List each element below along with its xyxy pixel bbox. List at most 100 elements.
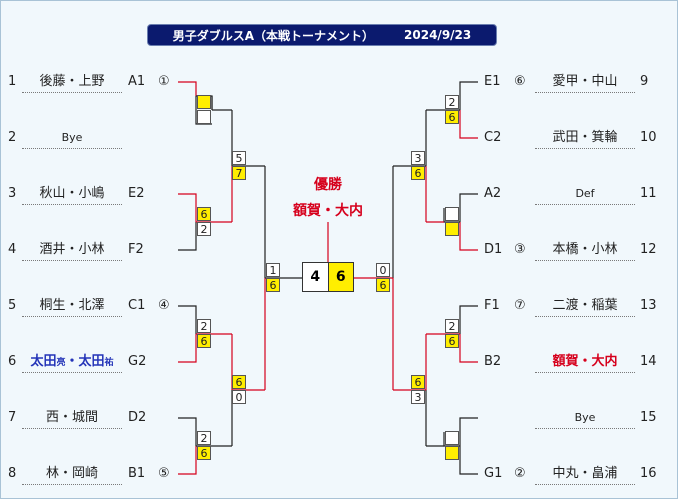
- player-name: 秋山・小嶋: [39, 186, 105, 201]
- player-name: 桐生・北澤: [39, 298, 105, 313]
- player-name-a-suffix: 亮: [56, 358, 66, 368]
- seed-number: 14: [640, 354, 657, 369]
- score-box: 0: [232, 390, 246, 404]
- player-name: 愛甲・中山: [552, 74, 618, 89]
- score-box-winner: 6: [197, 446, 211, 460]
- name-underline: [535, 204, 635, 205]
- seed-mark: ①: [158, 74, 170, 89]
- score-box: 2: [197, 222, 211, 236]
- score-box-winner: 6: [197, 207, 211, 221]
- player-name: Def: [575, 187, 595, 200]
- seed-mark: ③: [514, 242, 526, 257]
- score-box: 3: [411, 390, 425, 404]
- seed-mark: ④: [158, 298, 170, 313]
- draw-code: E2: [128, 186, 145, 201]
- draw-code: G1: [484, 466, 503, 481]
- draw-code: B2: [484, 354, 502, 369]
- player-name: 二渡・稲葉: [552, 298, 618, 313]
- player-name-b: 太田: [78, 354, 105, 369]
- score-box-empty: [445, 222, 459, 236]
- title-text: 男子ダブルスA（本戦トーナメント）: [172, 28, 375, 43]
- score-box-empty: [197, 110, 211, 124]
- champion-label: 優勝: [314, 177, 342, 193]
- score-box: 2: [445, 319, 459, 333]
- player-name: Bye: [61, 131, 83, 144]
- name-underline: [535, 148, 635, 149]
- seed-number: 5: [8, 298, 17, 313]
- name-underline: [535, 316, 635, 317]
- score-box: 2: [197, 319, 211, 333]
- draw-code: A1: [128, 74, 146, 89]
- score-box-winner: 6: [266, 278, 280, 292]
- player-name: 太田亮・太田祐: [22, 354, 122, 371]
- score-box: 0: [376, 263, 390, 277]
- score-box-winner: 6: [376, 278, 390, 292]
- seed-number: 10: [640, 130, 657, 145]
- seed-number: 13: [640, 298, 657, 313]
- score-box-empty: [445, 431, 459, 445]
- draw-code: C1: [128, 298, 146, 313]
- score-box-winner: 6: [445, 110, 459, 124]
- name-underline: [535, 428, 635, 429]
- draw-code: A2: [484, 186, 502, 201]
- name-underline: [535, 260, 635, 261]
- score-box-empty: [445, 446, 459, 460]
- name-underline: [535, 484, 635, 485]
- player-name: 本橋・小林: [552, 242, 618, 257]
- seed-number: 1: [8, 74, 17, 89]
- title-date: 2024/9/23: [404, 28, 472, 42]
- draw-code: B1: [128, 466, 146, 481]
- score-box-winner: 6: [197, 334, 211, 348]
- player-name-b-suffix: 祐: [104, 358, 114, 368]
- draw-code: D2: [128, 410, 147, 425]
- score-box: 1: [266, 263, 280, 277]
- name-underline: [22, 204, 122, 205]
- score-box-winner: 6: [411, 166, 425, 180]
- seed-number: 2: [8, 130, 17, 145]
- seed-number: 9: [640, 74, 649, 89]
- seed-number: 4: [8, 242, 17, 257]
- name-underline: [535, 372, 635, 373]
- draw-code: E1: [484, 74, 501, 89]
- seed-number: 12: [640, 242, 657, 257]
- seed-mark: ⑤: [158, 466, 170, 481]
- seed-number: 15: [640, 410, 657, 425]
- score-box-winner: 6: [232, 375, 246, 389]
- draw-code: F2: [128, 242, 144, 257]
- player-name: 後藤・上野: [39, 74, 105, 89]
- player-name: 林・岡崎: [45, 466, 98, 481]
- name-underline: [22, 92, 122, 93]
- draw-code: D1: [484, 242, 503, 257]
- name-underline: [22, 316, 122, 317]
- player-name: 武田・箕輪: [552, 130, 618, 145]
- title-bar: 男子ダブルスA（本戦トーナメント） 2024/9/23: [147, 24, 497, 46]
- final-score-left: 4: [310, 269, 321, 285]
- score-box: 5: [232, 151, 246, 165]
- player-name: Bye: [574, 411, 596, 424]
- score-box: 3: [411, 151, 425, 165]
- player-name: 西・城間: [45, 410, 98, 425]
- player-name-winner: 額賀・大内: [552, 354, 618, 369]
- name-underline: [535, 92, 635, 93]
- player-name: 中丸・畠浦: [552, 466, 618, 481]
- seed-mark: ⑦: [514, 298, 526, 313]
- name-underline: [22, 372, 122, 373]
- score-box: 2: [445, 95, 459, 109]
- score-box-empty: [445, 207, 459, 221]
- player-name: 酒井・小林: [39, 242, 105, 257]
- score-box-winner: 7: [232, 166, 246, 180]
- name-separator: ・: [65, 354, 79, 369]
- seed-mark: ②: [514, 466, 526, 481]
- name-underline: [22, 428, 122, 429]
- final-score-box: 4 6: [302, 262, 354, 292]
- score-box-winner: 6: [411, 375, 425, 389]
- seed-number: 11: [640, 186, 657, 201]
- score-box-empty: [197, 95, 211, 109]
- score-box-winner: 6: [445, 334, 459, 348]
- name-underline: [22, 484, 122, 485]
- draw-code: F1: [484, 298, 500, 313]
- draw-code: G2: [128, 354, 147, 369]
- name-underline: [22, 260, 122, 261]
- seed-number: 7: [8, 410, 17, 425]
